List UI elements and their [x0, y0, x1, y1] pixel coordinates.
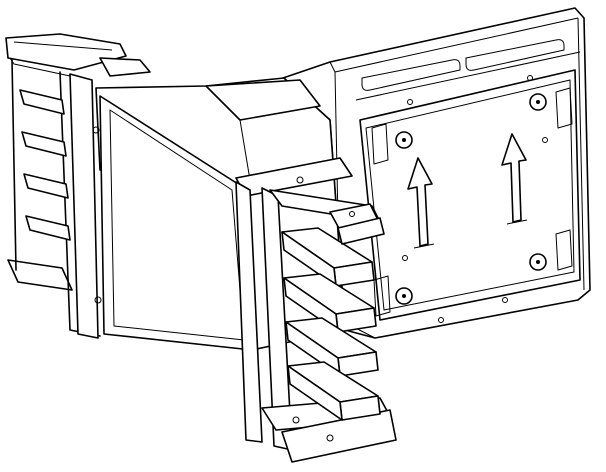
- left-frame: [5, 33, 151, 339]
- arrow-up-icon: [407, 157, 435, 249]
- busbar: [285, 317, 379, 377]
- clamp-bracket: [92, 126, 385, 304]
- busbar: [283, 273, 377, 333]
- busbar: [287, 361, 381, 421]
- arrow-up-icon: [501, 133, 528, 225]
- front-busbars: [281, 227, 381, 421]
- busbar: [281, 227, 375, 287]
- back-busbars: [19, 89, 71, 241]
